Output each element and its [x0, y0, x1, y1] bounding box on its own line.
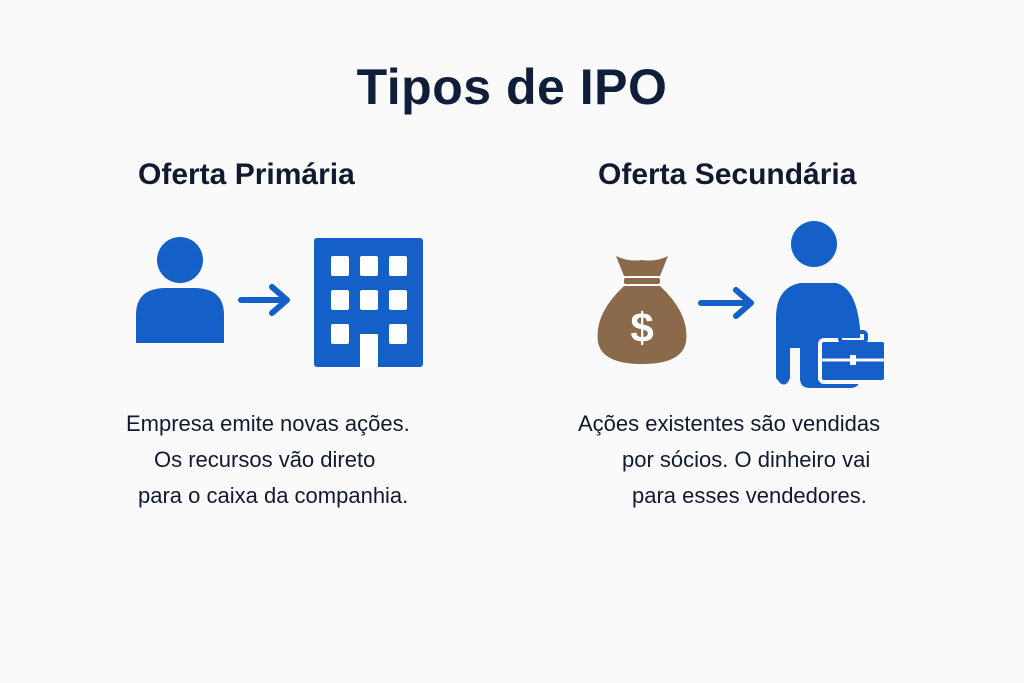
desc-line: Os recursos vão direto — [154, 447, 376, 472]
arrow-right-icon — [238, 284, 290, 316]
building-icon — [314, 238, 423, 367]
person-icon — [136, 237, 224, 343]
desc-line: Ações existentes são vendidas — [578, 411, 881, 436]
secondary-description: Ações existentes são vendidas por sócios.… — [578, 406, 880, 514]
arrow-right-icon — [698, 287, 754, 319]
page-title: Tipos de IPO — [356, 59, 668, 115]
primary-heading: Oferta Primária — [138, 158, 355, 191]
desc-line: para esses vendedores. — [632, 483, 867, 508]
money-bag-icon: $ — [597, 256, 687, 364]
primary-description: Empresa emite novas ações. Os recursos vã… — [126, 406, 410, 514]
secondary-heading: Oferta Secundária — [598, 158, 857, 191]
desc-line: por sócios. O dinheiro vai — [622, 447, 871, 472]
person-briefcase-icon — [776, 221, 888, 388]
svg-text:$: $ — [630, 304, 653, 351]
desc-line: para o caixa da companhia. — [138, 483, 409, 508]
desc-line: Empresa emite novas ações. — [126, 411, 410, 436]
